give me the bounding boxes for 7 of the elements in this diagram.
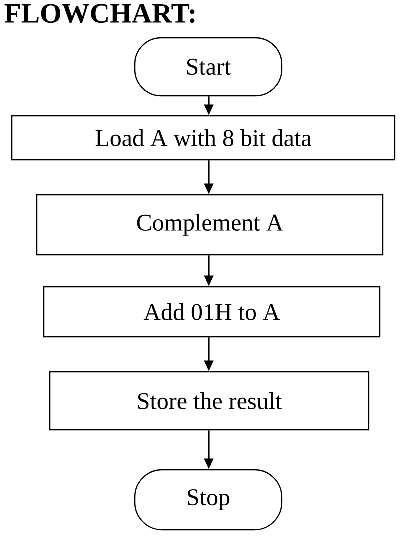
process-box: Store the result	[49, 371, 370, 431]
process-box: Add 01H to A	[43, 286, 381, 338]
heading: FLOWCHART:	[4, 4, 195, 24]
process-box: Load A with 8 bit data	[11, 115, 396, 161]
terminal-box: Stop	[134, 469, 283, 531]
process-box: Complement A	[36, 194, 384, 256]
terminal-box: Start	[134, 37, 283, 97]
